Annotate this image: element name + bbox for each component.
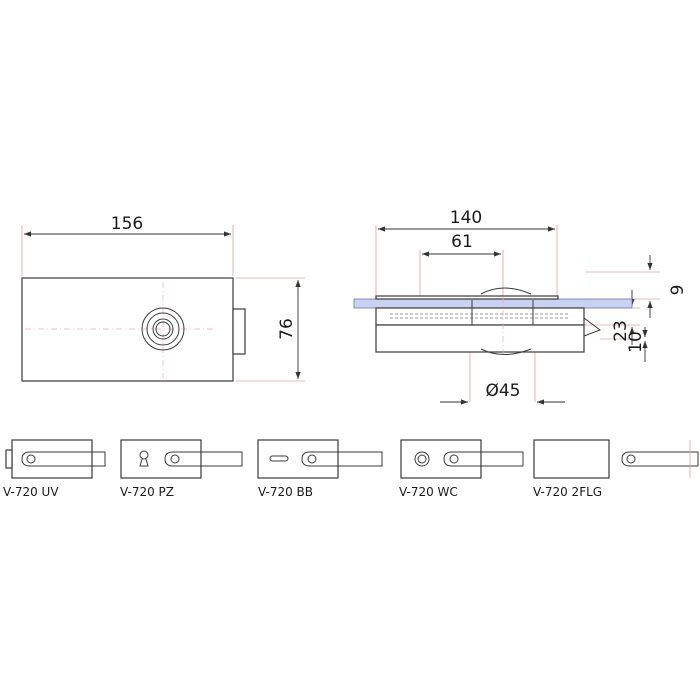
side-base	[375, 324, 585, 353]
glass-pane	[353, 298, 633, 309]
variant-label: V-720 2FLG	[533, 485, 602, 499]
variant-2flg: V-720 2FLG	[533, 439, 699, 499]
variant-label: V-720 WC	[399, 485, 458, 499]
variant-pz: V-720 PZ	[120, 439, 243, 499]
variant-label: V-720 PZ	[120, 485, 174, 499]
top-clamp	[375, 295, 559, 300]
cylinder-icon	[141, 307, 185, 351]
handle-icon	[301, 451, 383, 467]
variant-bb: V-720 BB	[257, 439, 383, 499]
variant-uv: V-720 UV	[3, 439, 106, 499]
slot-icon	[269, 455, 289, 462]
diameter-dimension-label: Ø45	[485, 381, 520, 401]
handle-icon	[21, 451, 106, 467]
handle-icon	[443, 451, 524, 467]
height-dimension-label: 76	[277, 318, 297, 340]
variant-wc: V-720 WC	[399, 439, 524, 499]
variant-label: V-720 BB	[258, 485, 313, 499]
latch-tip	[583, 317, 602, 337]
inner-dimension-label: 61	[451, 232, 473, 252]
variants-row: V-720 UV V-720 PZ V-720 BB V-720 WC	[3, 439, 699, 499]
lower-height-label: 10	[626, 331, 646, 353]
glass-thickness-label: 9	[668, 285, 688, 296]
side-view: 140 61 Ø45 9 23 10	[353, 208, 688, 405]
side-body	[375, 307, 585, 326]
handle-icon	[621, 451, 699, 467]
width-dimension-label: 156	[111, 214, 143, 234]
body-height-label: 23	[611, 320, 631, 342]
front-view: 156 76	[21, 214, 305, 382]
variant-label: V-720 UV	[3, 485, 59, 499]
handle-icon	[164, 451, 243, 467]
keyhole-icon	[139, 450, 149, 467]
wc-knob-icon	[414, 451, 430, 467]
lock-body	[21, 277, 234, 382]
lock-side-lug	[232, 308, 246, 355]
length-dimension-label: 140	[450, 208, 482, 228]
